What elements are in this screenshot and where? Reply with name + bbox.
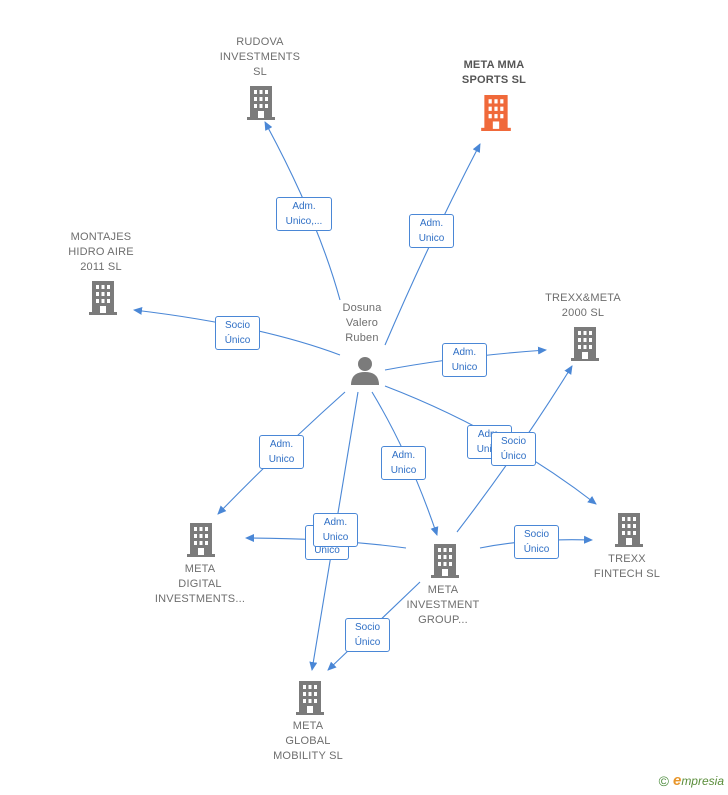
copyright-icon: © — [658, 772, 669, 789]
brand-footer[interactable]: © empresia — [659, 772, 724, 789]
edge-label-meta-digital: Adm. Unico — [259, 435, 304, 469]
node-label-meta-digital[interactable]: META DIGITAL INVESTMENTS... — [154, 563, 246, 605]
building-icon — [481, 95, 511, 131]
building-icon — [247, 86, 275, 120]
edge-label-meta-global: Adm. Unico — [313, 513, 358, 547]
building-icon — [431, 544, 459, 578]
node-label-trexx-meta[interactable]: TREXX&META 2000 SL — [545, 292, 621, 319]
node-label-meta-investment[interactable]: META INVESTMENT GROUP... — [406, 584, 480, 626]
building-icon — [571, 327, 599, 361]
edge-label-meta-mma: Adm. Unico — [409, 214, 454, 248]
brand-logo: empresia — [672, 772, 724, 789]
building-icon — [296, 681, 324, 715]
node-label-meta-global[interactable]: META GLOBAL MOBILITY SL — [273, 720, 343, 762]
edge-label-rudova: Adm. Unico,... — [276, 197, 332, 231]
node-label-trexx-fintech[interactable]: TREXX FINTECH SL — [593, 553, 661, 580]
person-icon — [351, 357, 379, 385]
building-icon — [187, 523, 215, 557]
edge-label-investment-meta-global: Socio Único — [345, 618, 390, 652]
edge-label-meta-investment: Adm. Unico — [381, 446, 426, 480]
node-label-rudova[interactable]: RUDOVA INVESTMENTS SL — [219, 36, 301, 78]
building-icon — [615, 513, 643, 547]
edge-label-montajes: Socio Único — [215, 316, 260, 350]
node-label-center-person[interactable]: Dosuna Valero Ruben — [342, 302, 382, 344]
edge-label-investment-trexx-fintech: Socio Único — [514, 525, 559, 559]
building-icon — [89, 281, 117, 315]
node-label-meta-mma[interactable]: META MMA SPORTS SL — [461, 59, 527, 86]
edge-label-trexx-meta: Adm. Unico — [442, 343, 487, 377]
node-label-montajes[interactable]: MONTAJES HIDRO AIRE 2011 SL — [68, 231, 134, 273]
edge-label-investment-trexx-meta: Socio Único — [491, 432, 536, 466]
